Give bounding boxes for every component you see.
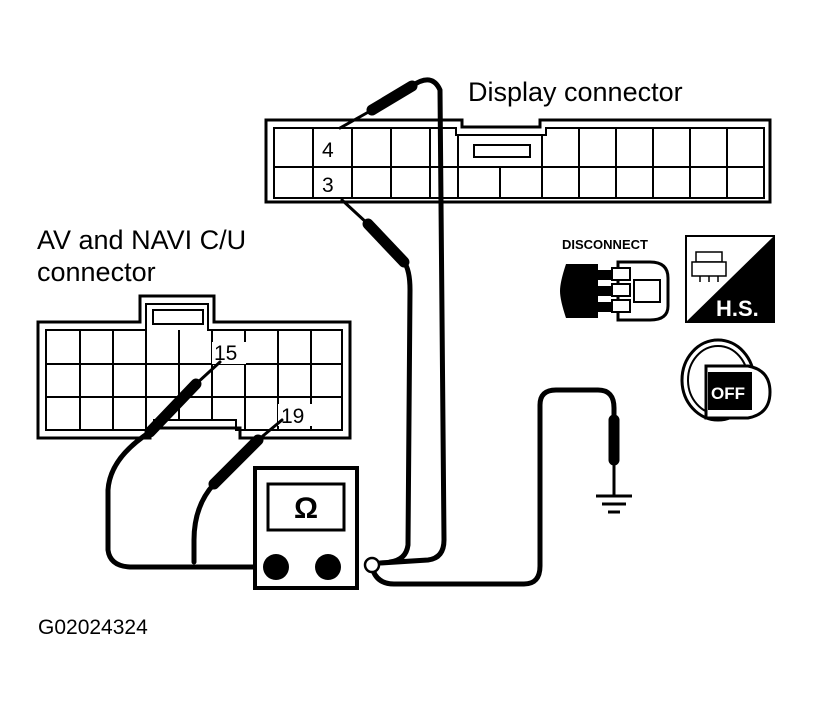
av-navi-label-line1: AV and NAVI C/U: [37, 225, 246, 255]
display-connector: [264, 118, 772, 204]
figure-id: G02024324: [38, 616, 148, 639]
ignition-off-label: OFF: [711, 384, 745, 403]
ignition-off-icon: [680, 338, 772, 422]
ohm-symbol: Ω: [294, 492, 318, 525]
disconnect-icon: [560, 260, 670, 322]
wire-junction: [363, 556, 381, 574]
pin-3-label: 3: [322, 174, 334, 197]
hs-icon: [685, 235, 775, 323]
hs-label: H.S.: [716, 296, 759, 321]
ground-icon: [596, 494, 632, 514]
display-connector-label: Display connector: [468, 77, 683, 107]
probe-wires: [105, 77, 620, 587]
pin-15-label: 15: [214, 342, 237, 365]
disconnect-label: DISCONNECT: [562, 237, 648, 252]
pin-4-label: 4: [322, 139, 334, 162]
pin-19-label: 19: [281, 405, 304, 428]
multimeter-icon: [253, 466, 359, 590]
av-navi-label-line2: connector: [37, 257, 156, 287]
